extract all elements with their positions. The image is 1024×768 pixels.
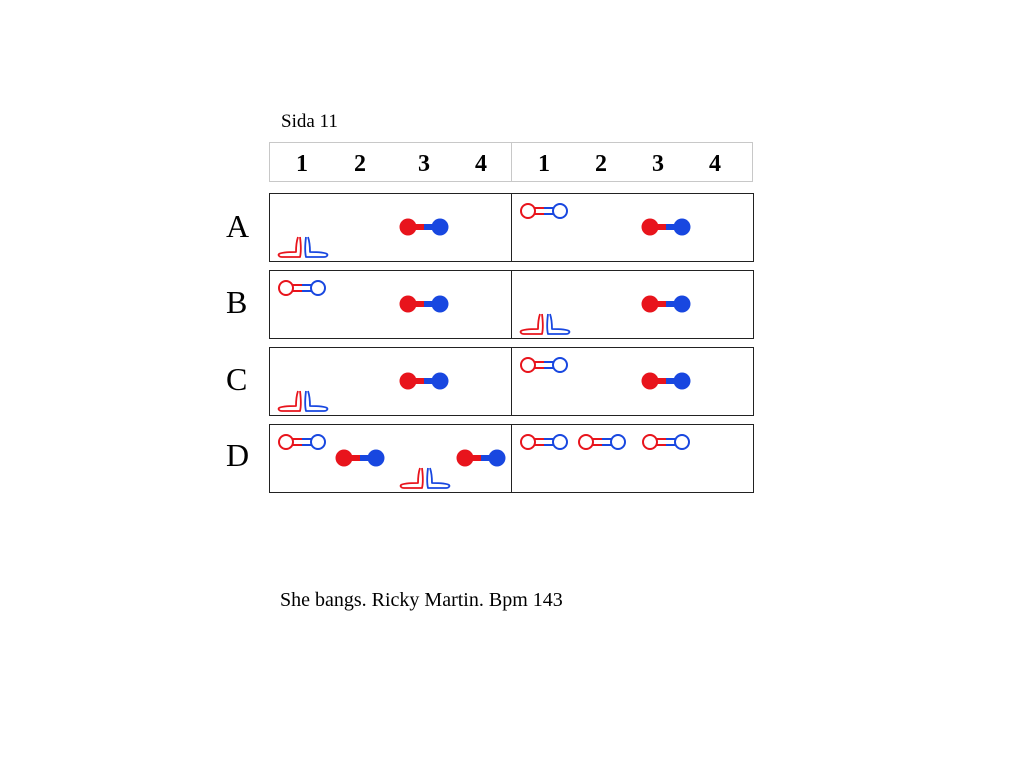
outline-connector-icon <box>520 357 568 373</box>
filled-connector-icon <box>641 295 691 313</box>
symbol-outline-connector <box>274 427 330 462</box>
symbol-outline-connector <box>638 427 694 462</box>
footer-caption: She bangs. Ricky Martin. Bpm 143 <box>280 589 563 611</box>
beat-number: 1 <box>296 151 308 177</box>
footsteps-icon <box>519 313 571 335</box>
filled-connector-icon <box>399 295 449 313</box>
symbol-steps <box>396 462 452 497</box>
outline-connector-icon <box>520 434 568 450</box>
symbol-outline-connector <box>516 350 572 385</box>
filled-connector-icon <box>399 372 449 390</box>
row-divider <box>511 425 512 492</box>
row-box <box>269 347 754 416</box>
header-divider <box>511 143 512 181</box>
outline-connector-icon <box>642 434 690 450</box>
beat-number: 3 <box>418 151 430 177</box>
symbol-steps <box>274 385 330 420</box>
filled-connector-icon <box>399 218 449 236</box>
beat-number: 2 <box>595 151 607 177</box>
beat-number: 1 <box>538 151 550 177</box>
footsteps-icon <box>277 236 329 258</box>
filled-connector-icon <box>456 449 506 467</box>
footsteps-icon <box>277 390 329 412</box>
row-box <box>269 193 754 262</box>
outline-connector-icon <box>578 434 626 450</box>
symbol-filled-connector <box>332 443 388 478</box>
row-box <box>269 424 754 493</box>
filled-connector-icon <box>335 449 385 467</box>
row-divider <box>511 271 512 338</box>
symbol-steps <box>274 231 330 266</box>
footsteps-icon <box>399 467 451 489</box>
filled-connector-icon <box>641 218 691 236</box>
symbol-filled-connector <box>453 443 509 478</box>
row-label: A <box>226 208 250 244</box>
symbol-outline-connector <box>516 196 572 231</box>
row-label: D <box>226 437 250 473</box>
symbol-filled-connector <box>396 366 452 401</box>
symbol-outline-connector <box>574 427 630 462</box>
outline-connector-icon <box>278 280 326 296</box>
symbol-steps <box>516 308 572 343</box>
outline-connector-icon <box>520 203 568 219</box>
row-label: B <box>226 284 248 320</box>
row-divider <box>511 348 512 415</box>
symbol-filled-connector <box>396 289 452 324</box>
beat-header: 1 2 3 4 1 2 3 4 <box>269 142 753 182</box>
page-title: Sida 11 <box>281 111 338 132</box>
beat-number: 4 <box>709 151 721 177</box>
beat-number: 4 <box>475 151 487 177</box>
filled-connector-icon <box>641 372 691 390</box>
symbol-filled-connector <box>638 289 694 324</box>
beat-number: 2 <box>354 151 366 177</box>
outline-connector-icon <box>278 434 326 450</box>
symbol-outline-connector <box>274 273 330 308</box>
symbol-filled-connector <box>396 212 452 247</box>
symbol-filled-connector <box>638 212 694 247</box>
symbol-outline-connector <box>516 427 572 462</box>
row-label: C <box>226 361 248 397</box>
row-divider <box>511 194 512 261</box>
beat-number: 3 <box>652 151 664 177</box>
row-box <box>269 270 754 339</box>
symbol-filled-connector <box>638 366 694 401</box>
